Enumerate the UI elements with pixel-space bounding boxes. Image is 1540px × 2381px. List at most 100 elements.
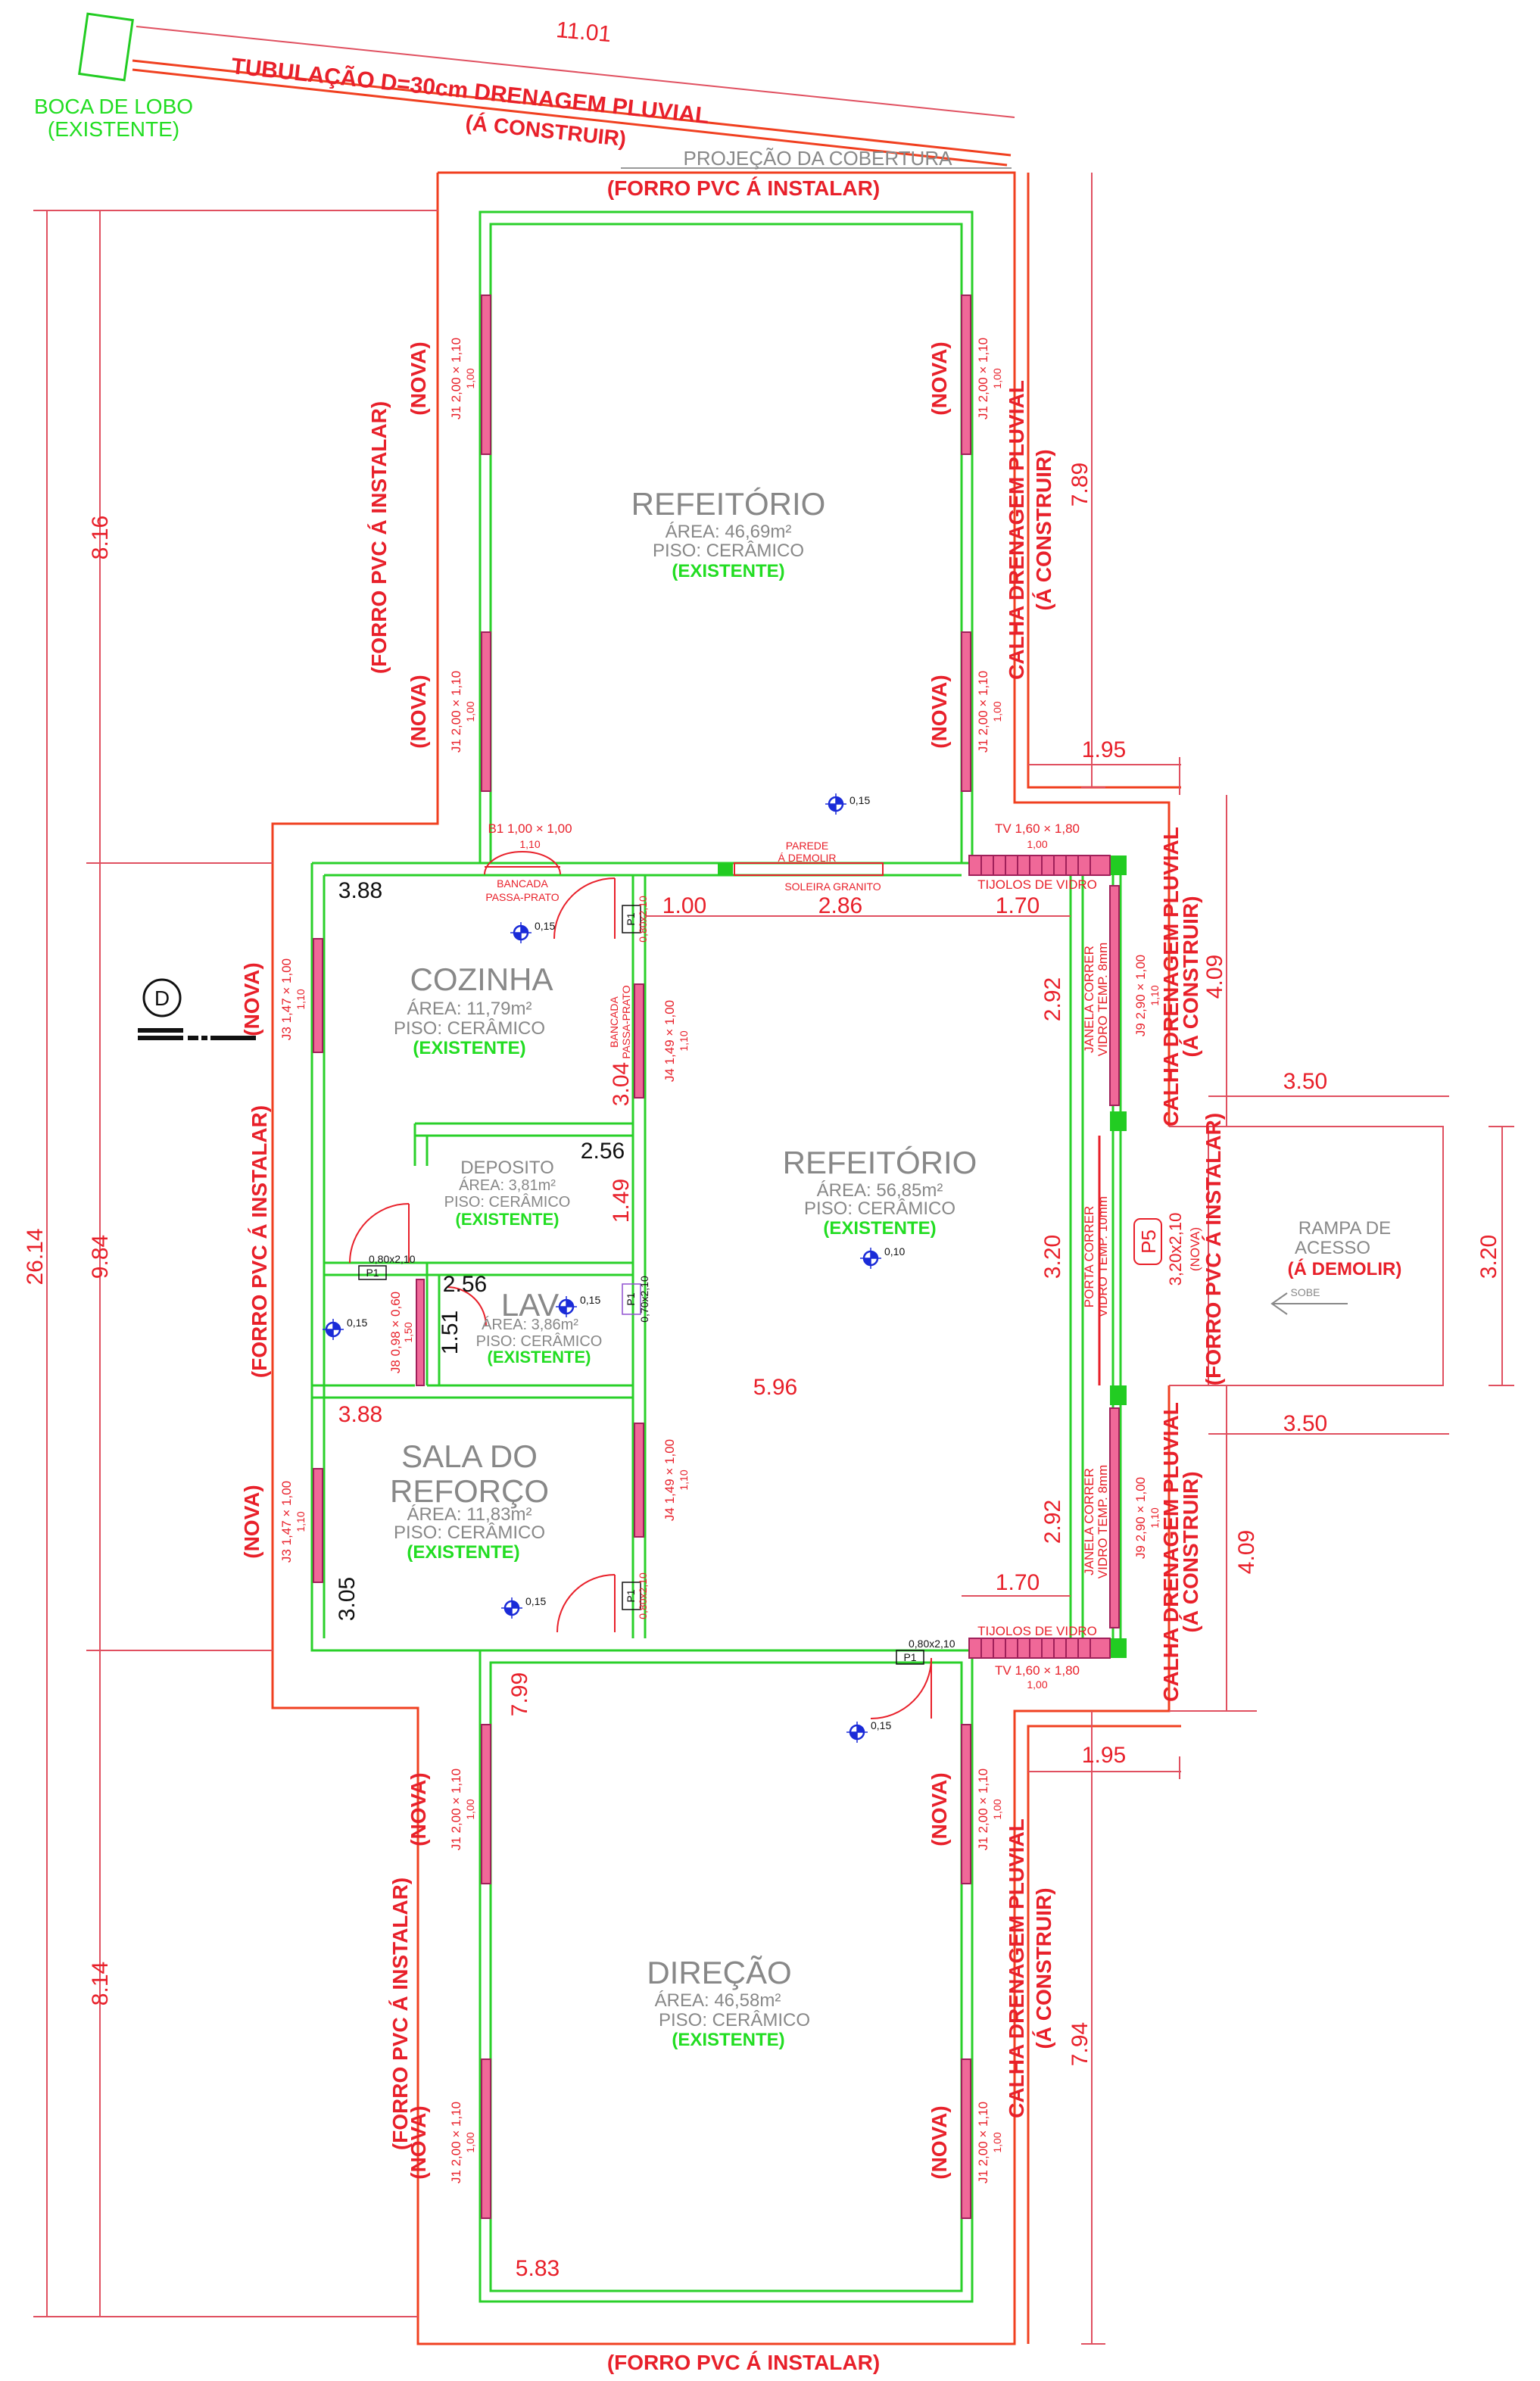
janela-note: VIDRO TEMP. 8mm xyxy=(1096,943,1110,1057)
p5-size: 3,20x2,10 xyxy=(1166,1213,1185,1286)
windows xyxy=(313,295,1120,2219)
tv-tag: TV 1,60 × 1,80 xyxy=(995,821,1080,836)
window-sill: 1,00 xyxy=(464,1799,476,1819)
bancada-label: BANCADA xyxy=(497,877,548,890)
nova-label: (NOVA) xyxy=(927,675,951,748)
level-value: 0,15 xyxy=(347,1317,367,1329)
p1-lav-size: 0,70x2,10 xyxy=(638,1276,650,1323)
window-sill: 1,50 xyxy=(402,1322,414,1342)
level-marker-icon xyxy=(509,921,533,945)
window-tag: J9 2,90 × 1,00 xyxy=(1133,1477,1148,1559)
dim-label: 1.00 xyxy=(662,893,706,918)
soleira-label: SOLEIRA GRANITO xyxy=(784,880,881,893)
nova-label: (NOVA) xyxy=(240,962,263,1036)
dim-label: 1.95 xyxy=(1082,737,1126,762)
dim-label: 3.04 xyxy=(609,1062,634,1106)
room-floor: PISO: CERÂMICO xyxy=(659,2010,810,2030)
room-status: (EXISTENTE) xyxy=(456,1210,560,1229)
window-tag: J4 1,49 × 1,00 xyxy=(662,1439,677,1521)
p5-tag: P5 xyxy=(1137,1229,1160,1254)
level-marker-icon xyxy=(500,1596,524,1620)
window-tag: J8 0,98 × 0,60 xyxy=(388,1292,403,1373)
rampa-label: RAMPA DE xyxy=(1298,1218,1391,1239)
b1-tag: B1 1,00 × 1,00 xyxy=(488,821,572,836)
room-name: REFEITÓRIO xyxy=(783,1145,977,1180)
janela-note: JANELA CORRER xyxy=(1082,946,1096,1053)
dim-label: 8.16 xyxy=(88,516,113,559)
dim-label: 1.51 xyxy=(438,1310,463,1354)
dim-label: 8.14 xyxy=(88,1962,113,2005)
dim-label: 7.94 xyxy=(1068,2022,1093,2066)
room-status: (EXISTENTE) xyxy=(413,1038,525,1058)
dim-label: 1.70 xyxy=(996,893,1040,918)
room-name: REFORÇO xyxy=(390,1473,549,1509)
dim-label: 4.09 xyxy=(1202,955,1227,999)
window-tag: J1 2,00 × 1,10 xyxy=(449,671,463,753)
dim-label: 2.56 xyxy=(581,1139,625,1164)
window-sill: 1,00 xyxy=(991,701,1003,721)
window-sill: 1,10 xyxy=(295,989,307,1009)
tv-tag: TV 1,60 × 1,80 xyxy=(995,1663,1080,1678)
nova-label: (NOVA) xyxy=(407,1772,430,1846)
nova-label: (NOVA) xyxy=(927,1772,951,1846)
window-sill: 1,00 xyxy=(464,2132,476,2152)
window-sill: 1,00 xyxy=(991,368,1003,388)
window-sill: 1,10 xyxy=(1149,1507,1161,1528)
level-value: 0,15 xyxy=(849,794,870,806)
window-sill: 1,10 xyxy=(678,1469,690,1490)
calha-mid-bottom: CALHA DRENAGEM PLUVIAL xyxy=(1159,1402,1183,1702)
forro-bottom: (FORRO PVC Á INSTALAR) xyxy=(607,2351,880,2374)
window-tag: J1 2,00 × 1,10 xyxy=(449,2102,463,2183)
room-floor: PISO: CERÂMICO xyxy=(653,541,804,561)
room-status: (EXISTENTE) xyxy=(672,561,784,581)
doors xyxy=(349,851,932,1719)
section-letter: D xyxy=(154,986,170,1010)
boca-de-lobo-label: BOCA DE LOBO xyxy=(34,95,193,118)
dim-label: 1.49 xyxy=(609,1179,634,1223)
p1-size: 0,80x2,10 xyxy=(909,1638,955,1650)
calha-top-status: (Á CONSTRUIR) xyxy=(1032,449,1055,610)
room-name: LAV xyxy=(501,1287,559,1323)
tv-sill: 1,00 xyxy=(1027,838,1047,850)
dim-label: 7.89 xyxy=(1068,463,1093,506)
level-marker-icon xyxy=(824,792,848,816)
p1-size: 0,80x2,10 xyxy=(637,1572,649,1619)
dim-label: 2.92 xyxy=(1040,977,1065,1021)
porta-note: VIDRO TEMP. 10mm xyxy=(1096,1196,1110,1317)
window-tag: J9 2,90 × 1,00 xyxy=(1133,955,1148,1036)
dim-label: 3.88 xyxy=(338,878,382,903)
dim-label: 2.56 xyxy=(443,1272,487,1297)
nova-label: (NOVA) xyxy=(407,2105,430,2179)
p1-tag: P1 xyxy=(903,1651,916,1663)
window-tag: J1 2,00 × 1,10 xyxy=(449,338,463,419)
boca-de-lobo-box xyxy=(78,12,134,82)
window-tag: J3 1,47 × 1,00 xyxy=(279,958,294,1040)
bancada-label-v: BANCADA xyxy=(608,996,620,1047)
window-tag: J1 2,00 × 1,10 xyxy=(976,338,990,419)
dim-label: 4.09 xyxy=(1234,1530,1259,1574)
dim-label: 26.14 xyxy=(23,1228,48,1285)
nova-label: (NOVA) xyxy=(407,675,430,748)
room-area: ÁREA: 3,81m² xyxy=(459,1176,556,1194)
calha-bottom-status: (Á CONSTRUIR) xyxy=(1032,1887,1055,2049)
dim-label: 5.96 xyxy=(753,1375,797,1400)
level-marker-icon xyxy=(321,1317,345,1342)
window-tag: J1 2,00 × 1,10 xyxy=(976,2102,990,2183)
p1-tag: P1 xyxy=(366,1267,379,1279)
dimension-lines xyxy=(33,26,1514,2345)
dim-label: 1.70 xyxy=(996,1570,1040,1595)
p1-size: 0,80x2,10 xyxy=(369,1253,416,1265)
calha-mid-top: CALHA DRENAGEM PLUVIAL xyxy=(1159,827,1183,1127)
level-marker-icon xyxy=(554,1295,578,1319)
window-sill: 1,10 xyxy=(678,1030,690,1051)
nova-label: (NOVA) xyxy=(927,341,951,415)
rampa-arrow-label: SOBE xyxy=(1291,1286,1320,1298)
level-marker-icon xyxy=(859,1246,883,1270)
section-marker xyxy=(138,978,256,1040)
window-tag: J1 2,00 × 1,10 xyxy=(449,1769,463,1850)
dim-label: 9.84 xyxy=(88,1235,113,1279)
b1-sill: 1,10 xyxy=(519,838,540,850)
p5-status: (NOVA) xyxy=(1188,1227,1202,1271)
level-value: 0,15 xyxy=(871,1719,891,1731)
calha-top: CALHA DRENAGEM PLUVIAL xyxy=(1005,380,1028,680)
